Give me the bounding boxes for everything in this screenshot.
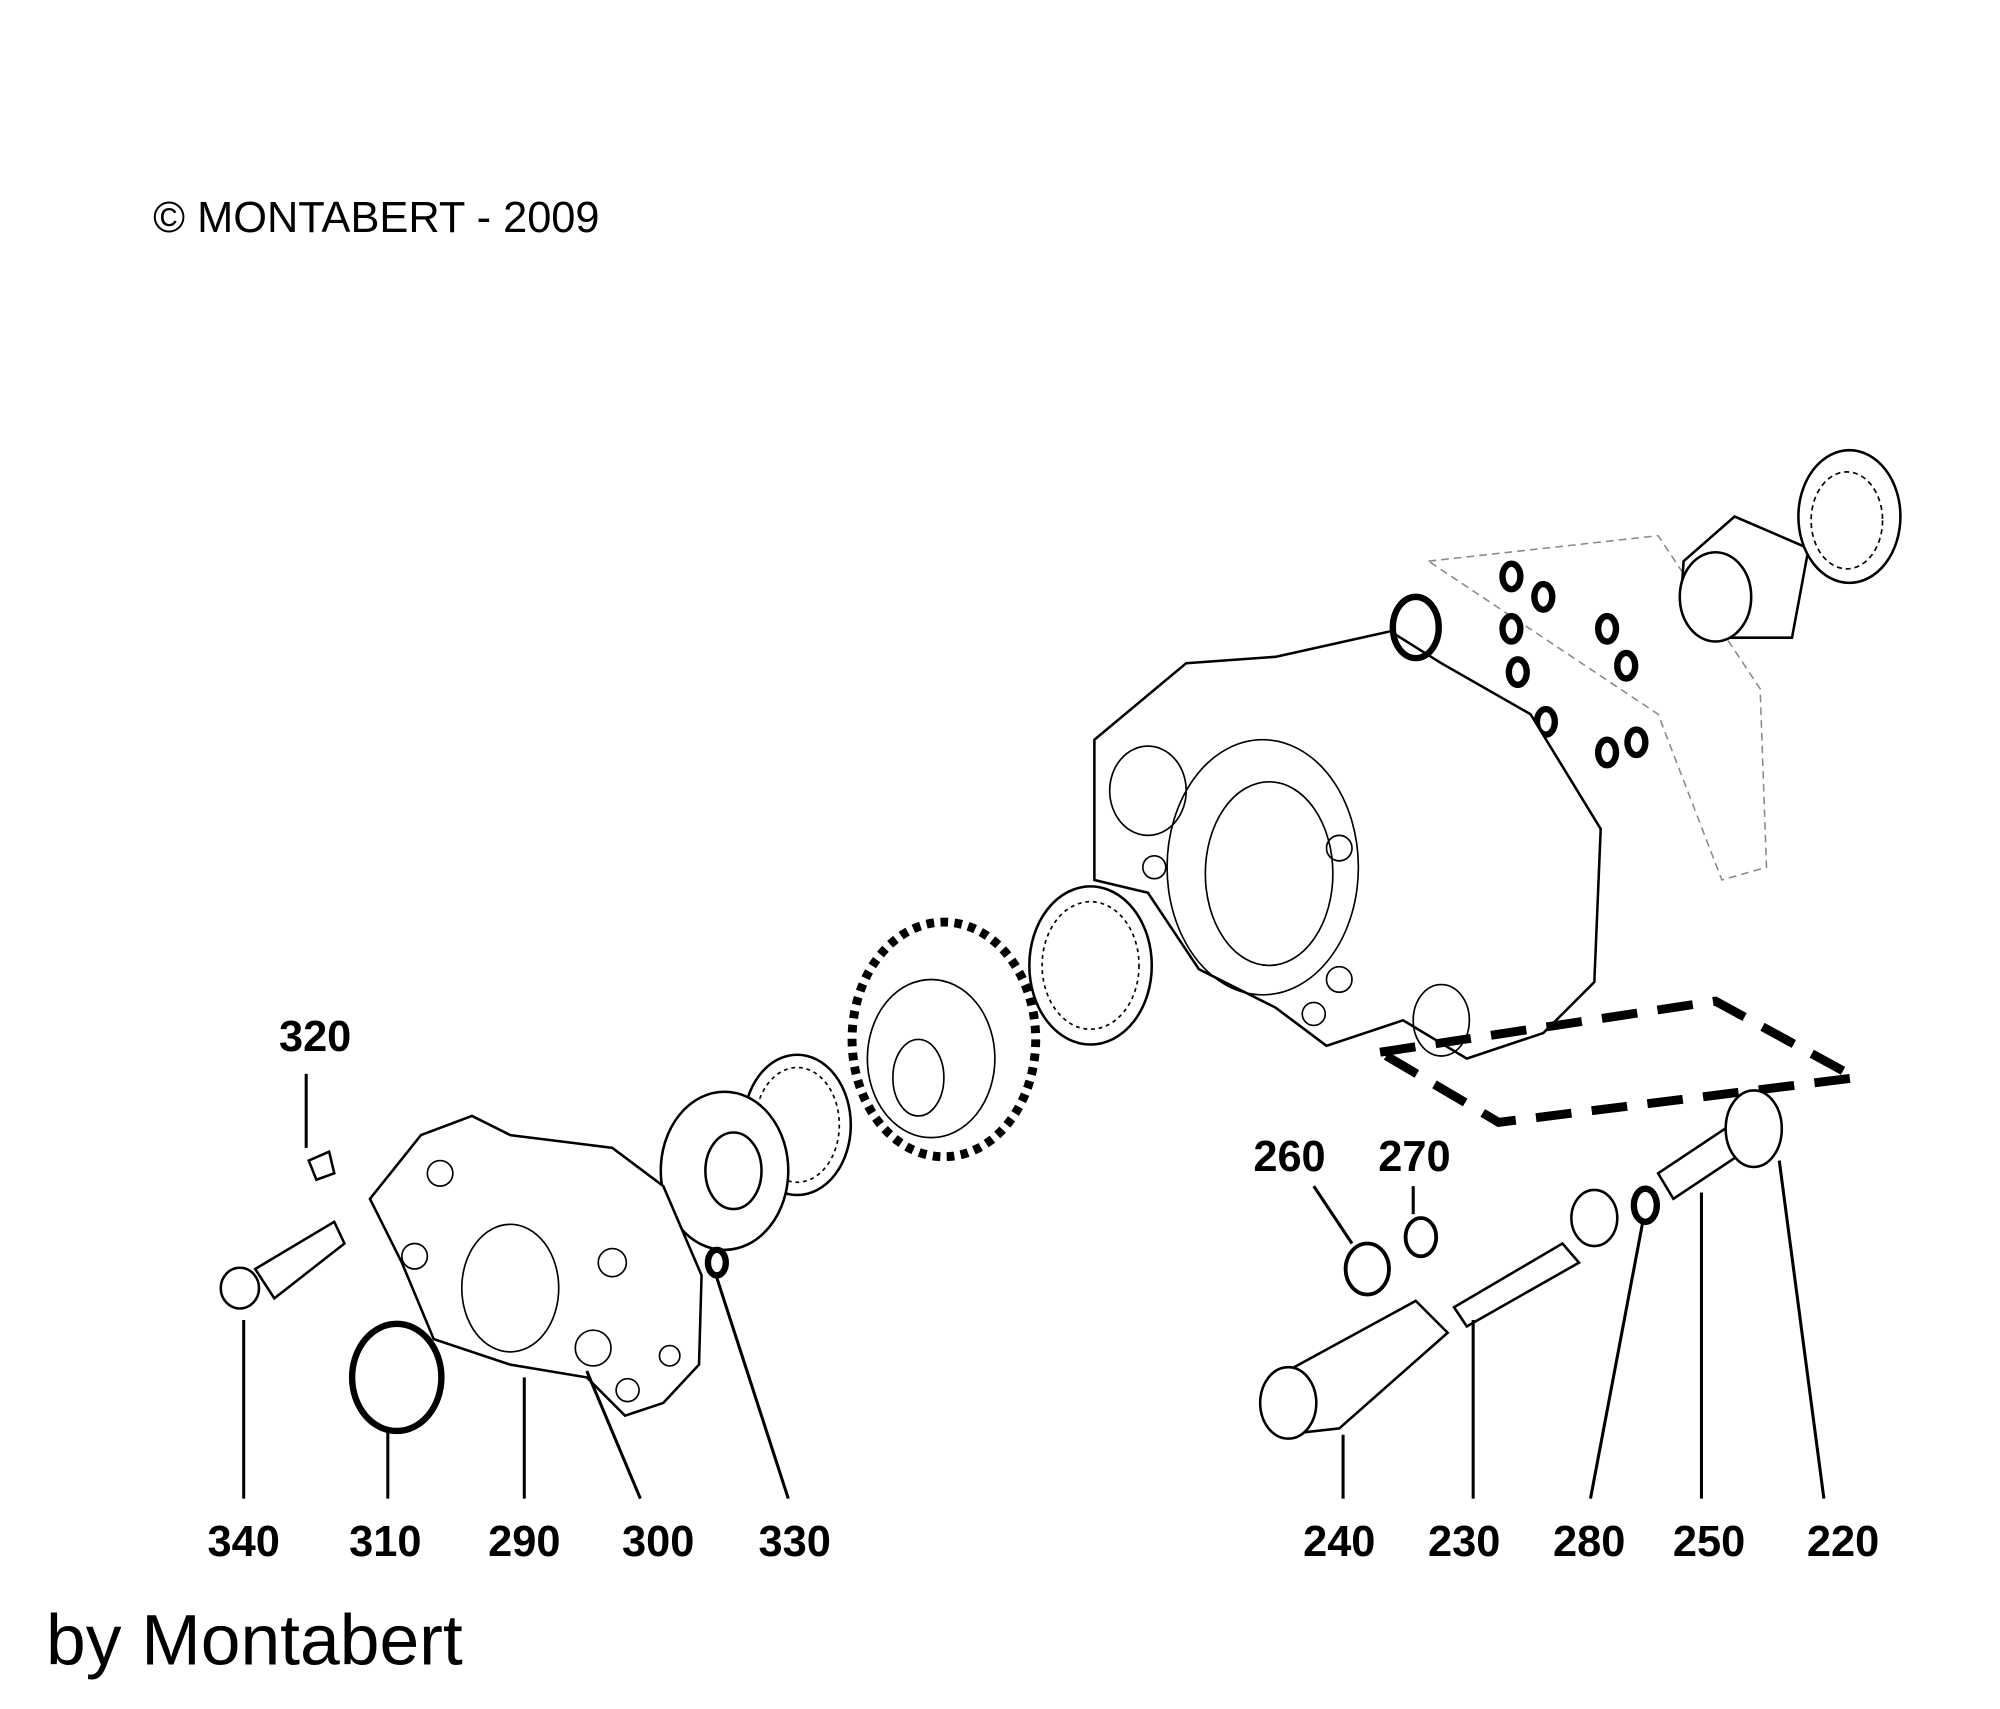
screw-340 [219, 1219, 347, 1310]
copyright-text: © MONTABERT - 2009 [153, 194, 599, 242]
credit-text: by Montabert [46, 1600, 463, 1680]
bearing-sleeve [1678, 515, 1811, 643]
ring-270 [1403, 1216, 1439, 1259]
end-cover [368, 1114, 703, 1418]
label-230: 230 [1428, 1518, 1500, 1566]
label-320: 320 [279, 1013, 351, 1061]
main-housing [1093, 593, 1602, 1060]
label-300: 300 [622, 1518, 694, 1566]
label-330: 330 [758, 1518, 830, 1566]
ring-260 [1343, 1241, 1391, 1297]
label-310: 310 [349, 1518, 421, 1566]
assembly-bracket [1367, 996, 1871, 1127]
label-280: 280 [1553, 1518, 1625, 1566]
spool-230 [1452, 1241, 1582, 1329]
label-340: 340 [208, 1518, 280, 1566]
gear [847, 917, 1041, 1162]
spool-head [1570, 1188, 1619, 1248]
label-240: 240 [1303, 1518, 1375, 1566]
needle-bearing [1028, 885, 1154, 1046]
valve-plug-240 [1258, 1299, 1450, 1440]
plug-320 [307, 1149, 336, 1182]
thrust-plate [659, 1090, 790, 1252]
ring-280 [1630, 1185, 1661, 1225]
leader-lines [242, 1073, 1826, 1500]
o-ring-330 [704, 1246, 729, 1279]
valve-plate-ghost [1426, 534, 1768, 881]
label-290: 290 [488, 1518, 560, 1566]
label-250: 250 [1673, 1518, 1745, 1566]
label-220: 220 [1807, 1518, 1879, 1566]
washer-220 [1724, 1089, 1784, 1169]
label-270: 270 [1378, 1133, 1450, 1181]
label-260: 260 [1253, 1133, 1325, 1181]
o-ring-310 [348, 1320, 445, 1435]
seal-ring [1797, 448, 1902, 585]
